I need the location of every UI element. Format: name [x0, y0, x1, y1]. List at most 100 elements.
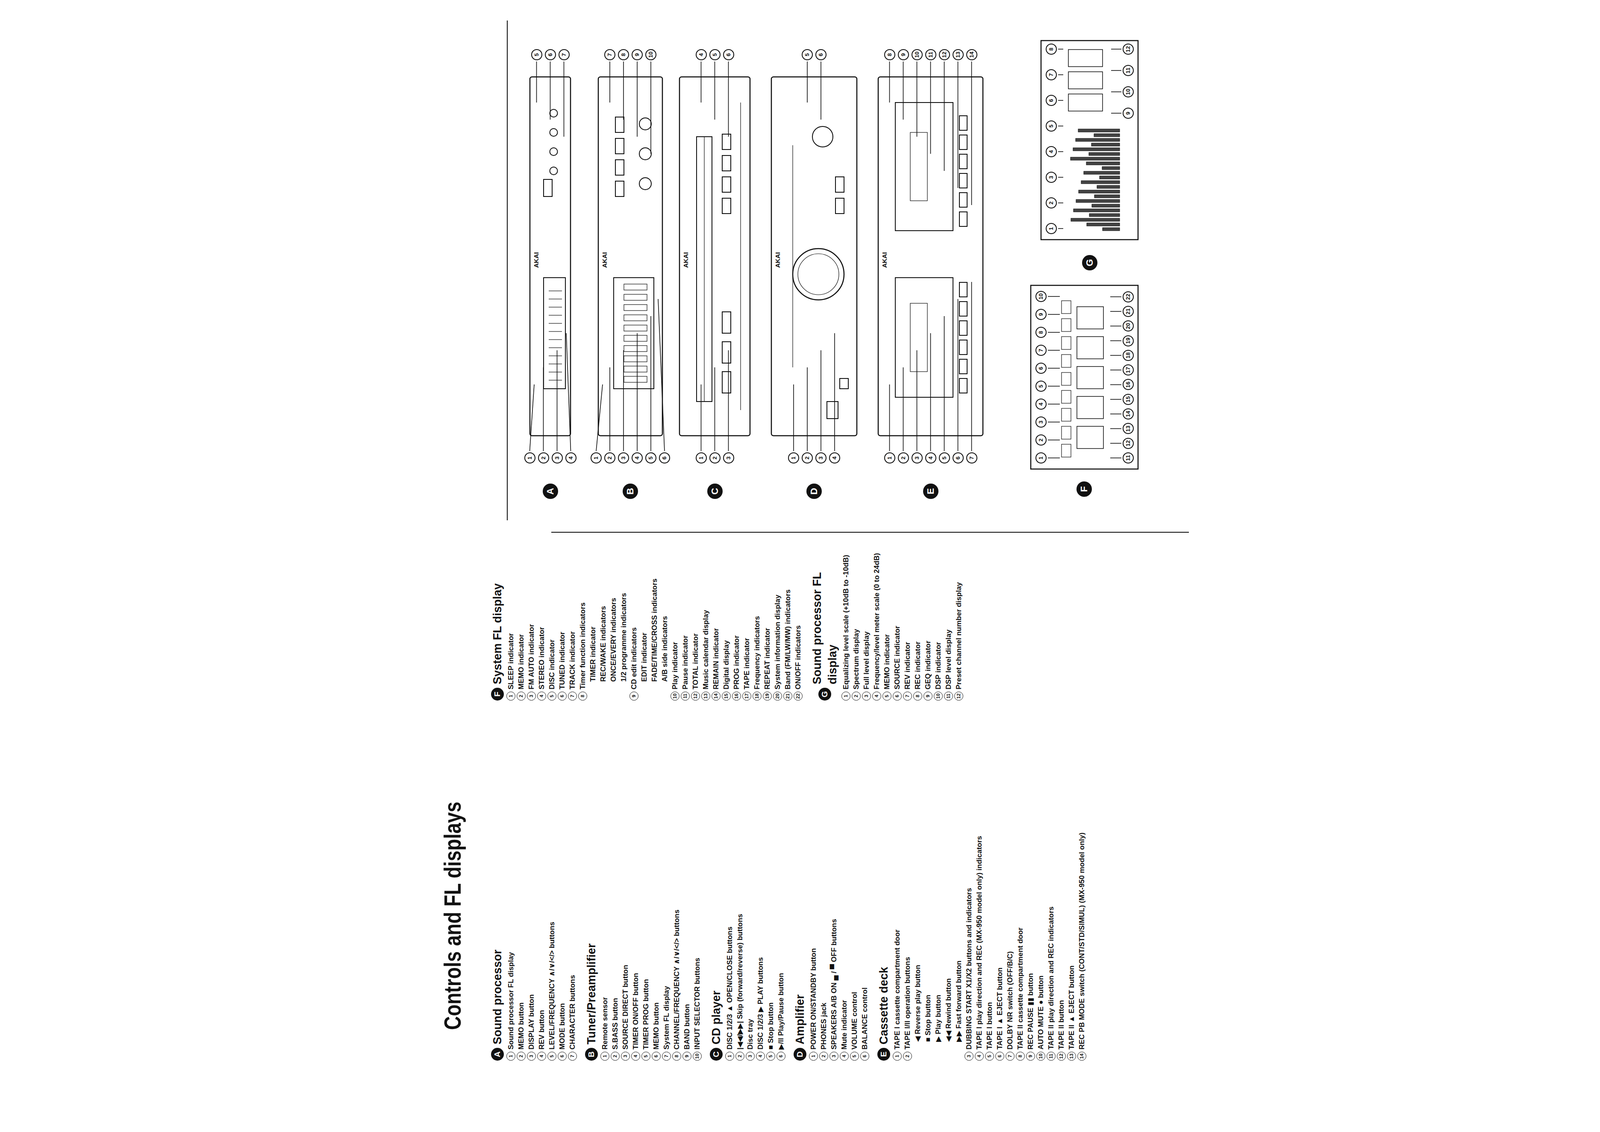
digit-segment: [1076, 336, 1104, 359]
leader-line: [1058, 202, 1064, 204]
item-text: S.BASS button: [610, 706, 621, 1050]
item-number: 2: [516, 1052, 526, 1062]
callout-number: 5: [1035, 380, 1047, 392]
spectrum-bar: [1088, 152, 1120, 156]
leader-line: [1058, 74, 1064, 76]
digit-segment: [1068, 71, 1103, 89]
indicator-segment: [1061, 444, 1071, 458]
item-text: Spectrum display: [851, 538, 862, 690]
callout-number: 10: [645, 49, 657, 61]
display-segment: [623, 325, 648, 332]
list-row: 7CHARACTER buttons: [567, 706, 578, 1062]
item-text: MEMO indicator: [882, 538, 893, 690]
callout-number: 4: [1035, 398, 1047, 410]
volume-knob: [792, 248, 845, 300]
leader-line: [1111, 112, 1122, 114]
list-row: 2TAPE I/II operation buttons: [902, 706, 913, 1062]
section-letter: B: [585, 1048, 598, 1062]
item-text: TAPE I play direction and REC (MX-950 mo…: [974, 706, 985, 1050]
list-row: 17TAPE indicator: [741, 538, 753, 701]
cassette-window: [910, 303, 928, 372]
item-text: ▶/II Play/Pause button: [776, 706, 787, 1050]
list-row: 14REC PB MODE switch (CONT/STD/SIMUL) (M…: [1076, 706, 1088, 1062]
figure-letter: B: [622, 483, 639, 500]
list-row: 12Preset channel number display: [953, 538, 965, 701]
list-row: 7DOLBY NR switch (OFF/B/C): [1005, 706, 1016, 1062]
item-number: 9: [682, 1052, 692, 1062]
callout-number: 1: [524, 452, 536, 464]
item-text: Sound processor FL display: [505, 706, 517, 1050]
callout-number: 1: [884, 452, 896, 464]
leader-line: [636, 61, 638, 137]
list-row: 4DISC 1/2/3 ▶ PLAY buttons: [755, 706, 766, 1062]
list-row: 3FM AUTO indicator: [526, 538, 537, 701]
item-text: TRACK indicator: [567, 538, 578, 690]
spectrum-bar: [1102, 166, 1120, 170]
callout-number: 5: [645, 452, 657, 464]
callout-number: 8: [617, 49, 630, 61]
leader-line: [1047, 403, 1060, 405]
item-text: REV indicator: [902, 538, 913, 690]
list-row: 5TAPE I button: [984, 706, 995, 1062]
callout-number: 6: [952, 452, 964, 464]
item-text: MEMO button: [651, 706, 662, 1050]
item-text: ON/OFF indicators: [793, 538, 804, 690]
leader-line: [944, 316, 945, 452]
callout-number: 4: [829, 452, 841, 464]
item-number: 2: [516, 691, 526, 701]
list-row: 4STEREO indicator: [536, 538, 548, 701]
digit-segment: [1076, 366, 1104, 389]
list-row: 2|◀◀/▶▶| Skip (forward/reverse) buttons: [735, 706, 746, 1062]
leader-line: [1058, 151, 1064, 153]
list-row: 13Music calendar display: [700, 538, 712, 701]
button: [550, 109, 558, 118]
component-body: [529, 76, 571, 436]
callout-number: 21: [1122, 305, 1134, 318]
list-row: 21Band (FM/LW/MW) indicators: [782, 538, 794, 701]
button: [615, 181, 624, 197]
sub-item: ■ Stop button: [923, 995, 934, 1062]
callout-number: 1: [1035, 452, 1047, 464]
item-text: DUBBING START X1/X2 buttons and indicato…: [964, 706, 975, 1050]
figure-letter: F: [1076, 481, 1092, 498]
spectrum-bar: [1094, 133, 1120, 137]
item-number: 4: [631, 1052, 641, 1062]
spectrum-bar: [1086, 161, 1120, 165]
sub-item: EDIT indicator: [639, 632, 650, 701]
item-number: 1: [506, 1052, 516, 1062]
item-text: VOLUME control: [849, 706, 860, 1050]
item-number: 7: [661, 1052, 671, 1062]
callout-number: 6: [815, 49, 827, 61]
item-number: 1: [892, 1052, 902, 1062]
button: [959, 301, 968, 317]
item-text: Play indicator: [670, 538, 681, 690]
leader-line: [806, 61, 808, 103]
button: [550, 167, 558, 175]
list-row: 4REV button: [536, 706, 548, 1062]
item-number: 18: [752, 691, 762, 701]
disc-tray: [696, 136, 712, 402]
item-text: MEMO indicator: [516, 538, 527, 690]
list-row: 8Timer function indicators: [577, 538, 589, 701]
callout-number: 5: [1045, 120, 1057, 132]
indicator-segment: [1061, 408, 1071, 422]
spectrum-bar: [1086, 223, 1120, 227]
item-text: INPUT SELECTOR buttons: [692, 706, 703, 1050]
callout-number: 20: [1122, 320, 1134, 332]
section-heading: Sound processor: [489, 950, 506, 1045]
fl-display: [543, 277, 566, 389]
spectrum-bar: [1073, 147, 1120, 151]
leader-line: [609, 367, 611, 452]
list-row: 9REC PAUSE ▮▮ button: [1025, 706, 1036, 1062]
list-row: 2S.BASS button: [610, 706, 621, 1062]
list-row: 1Remote sensor: [600, 706, 611, 1062]
leader-line: [1111, 70, 1122, 71]
item-number: 3: [526, 691, 536, 701]
leader-line: [650, 316, 652, 452]
leader-line: [820, 350, 822, 452]
list-row: 2MEMO indicator: [516, 538, 527, 701]
callout-number: 5: [938, 452, 950, 464]
leader-line: [623, 61, 624, 120]
indicator-segment: [1061, 426, 1071, 440]
callout-number: 4: [695, 49, 707, 61]
